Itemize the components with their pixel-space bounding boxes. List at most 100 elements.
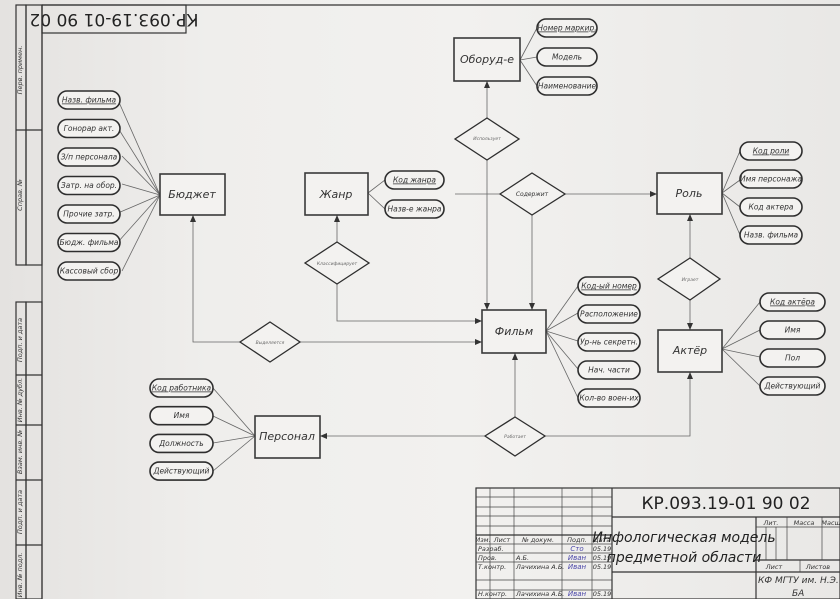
entity-staff[interactable]: Персонал [254, 415, 321, 459]
attribute-equipment-2[interactable]: Наименование [536, 76, 598, 96]
relationship-label: Классифицирует [317, 261, 358, 267]
mass-header: Масса [794, 519, 815, 527]
arrow-icon [475, 339, 482, 345]
row-name: А.Б. [515, 554, 529, 562]
attribute-role-2[interactable]: Код актера [739, 197, 803, 217]
attribute-label: Гонорар акт. [64, 124, 115, 133]
attribute-equipment-0[interactable]: Номер маркир. [536, 18, 598, 38]
entity-genre[interactable]: Жанр [304, 172, 369, 216]
attribute-label: Должность [158, 439, 203, 448]
attribute-film-2[interactable]: Ур-нь секретн. [577, 332, 641, 352]
relationship-contains[interactable]: Содержит [498, 172, 567, 216]
entity-role[interactable]: Роль [656, 172, 723, 215]
attribute-label: Код-ый номер [581, 282, 637, 291]
attribute-film-4[interactable]: Кол-во воен-их [577, 388, 641, 408]
attribute-label: Код актёра [770, 298, 815, 307]
attribute-film-0[interactable]: Код-ый номер [577, 276, 641, 296]
attribute-budget-4[interactable]: Прочие затр. [57, 204, 121, 224]
stamp-inv-dubl: Инв. № дубл. [16, 378, 24, 422]
attribute-staff-3[interactable]: Действующий [149, 461, 214, 481]
entity-label: Фильм [495, 325, 533, 338]
entity-label: Оборуд-е [460, 53, 514, 66]
attribute-label: Пол [785, 354, 800, 363]
row-role: Т.контр. [478, 563, 506, 571]
attribute-label: Наименование [538, 82, 597, 91]
relationship-works[interactable]: Работает [483, 416, 547, 457]
attribute-label: Действующий [764, 382, 821, 391]
entity-budget[interactable]: Бюджет [159, 173, 226, 216]
attribute-staff-2[interactable]: Должность [149, 433, 214, 454]
arrow-icon [650, 191, 657, 197]
attribute-actor-2[interactable]: Пол [759, 348, 826, 368]
attribute-budget-2[interactable]: З/п персонала [57, 147, 121, 167]
attribute-label: Ур-нь секретн. [580, 338, 638, 347]
attribute-actor-1[interactable]: Имя [759, 320, 826, 340]
attribute-role-0[interactable]: Код роли [739, 141, 803, 161]
relationship-label: Выделяется [256, 340, 285, 346]
attribute-genre-0[interactable]: Код жанра [384, 170, 445, 190]
attribute-label: Номер маркир. [537, 24, 596, 33]
attribute-label: Назв. фильма [744, 231, 799, 240]
arrow-icon [687, 214, 693, 221]
attribute-label: Назв. фильма [62, 96, 117, 105]
attribute-genre-1[interactable]: Назв-е жанра [384, 199, 445, 219]
attribute-budget-6[interactable]: Кассовый сбор [57, 261, 121, 281]
relationship-classifies[interactable]: Классифицирует [303, 241, 371, 285]
row-name: Лачихина А.Б. [515, 563, 564, 571]
entity-label: Бюджет [168, 188, 216, 201]
row-date: 05.19 [593, 545, 612, 553]
rotated-doc-code: КР.093.19-01 90 02 [29, 9, 198, 29]
stamp-podp-data-1: Подп. и дата [16, 318, 24, 362]
row-signature: Иван [568, 590, 587, 598]
stamp-sprav-no: Справ. № [16, 179, 24, 211]
entity-label: Актёр [672, 344, 707, 357]
attribute-label: З/п персонала [61, 153, 118, 162]
doc-title-line2: предметной области [607, 550, 762, 566]
attribute-budget-5[interactable]: Бюдж. фильма [57, 232, 121, 253]
hdr-sign: Подп. [567, 536, 587, 544]
arrow-icon [687, 323, 693, 330]
attribute-film-1[interactable]: Расположение [577, 304, 641, 324]
attribute-budget-3[interactable]: Затр. на обор. [57, 175, 121, 196]
hdr-date: Дата [593, 536, 611, 544]
title-block: КР.093.19-01 90 02 Инфологическая модель… [475, 487, 840, 599]
attribute-label: Кол-во воен-их [579, 394, 639, 403]
attribute-actor-3[interactable]: Действующий [759, 376, 826, 396]
relationship-plays[interactable]: Играет [656, 257, 722, 301]
arrow-icon [475, 318, 482, 324]
attribute-label: Имя [174, 411, 190, 420]
sheets-header: Листов [805, 563, 830, 571]
entity-equipment[interactable]: Оборуд-е [453, 37, 521, 82]
attribute-label: Имя [785, 326, 801, 335]
hdr-izm: Изм. [475, 536, 490, 544]
entity-film[interactable]: Фильм [481, 309, 547, 354]
attribute-staff-0[interactable]: Код работника [149, 378, 214, 398]
attribute-equipment-1[interactable]: Модель [536, 47, 598, 67]
relationship-label: Работает [504, 434, 526, 440]
relationship-allocated[interactable]: Выделяется [238, 321, 302, 363]
row-date: 05.19 [593, 590, 612, 598]
row-date: 05.19 [593, 563, 612, 571]
attribute-label: Код работника [152, 384, 212, 393]
attribute-label: Кассовый сбор [60, 267, 119, 276]
attribute-label: Бюдж. фильма [60, 238, 119, 247]
doc-title-line1: Инфологическая модель [592, 530, 775, 546]
arrow-icon [687, 372, 693, 379]
connector-lines [117, 27, 761, 472]
arrow-icon [484, 303, 490, 310]
attribute-role-3[interactable]: Назв. фильма [739, 225, 803, 245]
arrow-icon [190, 215, 196, 222]
relationship-uses[interactable]: Использует [453, 117, 521, 161]
attribute-role-1[interactable]: Имя персонажа [739, 169, 803, 189]
attribute-staff-1[interactable]: Имя [149, 405, 214, 426]
row-role: Пров. [478, 554, 497, 562]
attribute-budget-0[interactable]: Назв. фильма [57, 90, 121, 110]
attribute-actor-0[interactable]: Код актёра [759, 292, 826, 312]
relationship-label: Играет [682, 277, 699, 283]
entity-label: Роль [676, 187, 703, 200]
entity-actor[interactable]: Актёр [657, 329, 723, 373]
attribute-film-3[interactable]: Нач. части [577, 360, 641, 380]
attribute-budget-1[interactable]: Гонорар акт. [57, 118, 121, 139]
